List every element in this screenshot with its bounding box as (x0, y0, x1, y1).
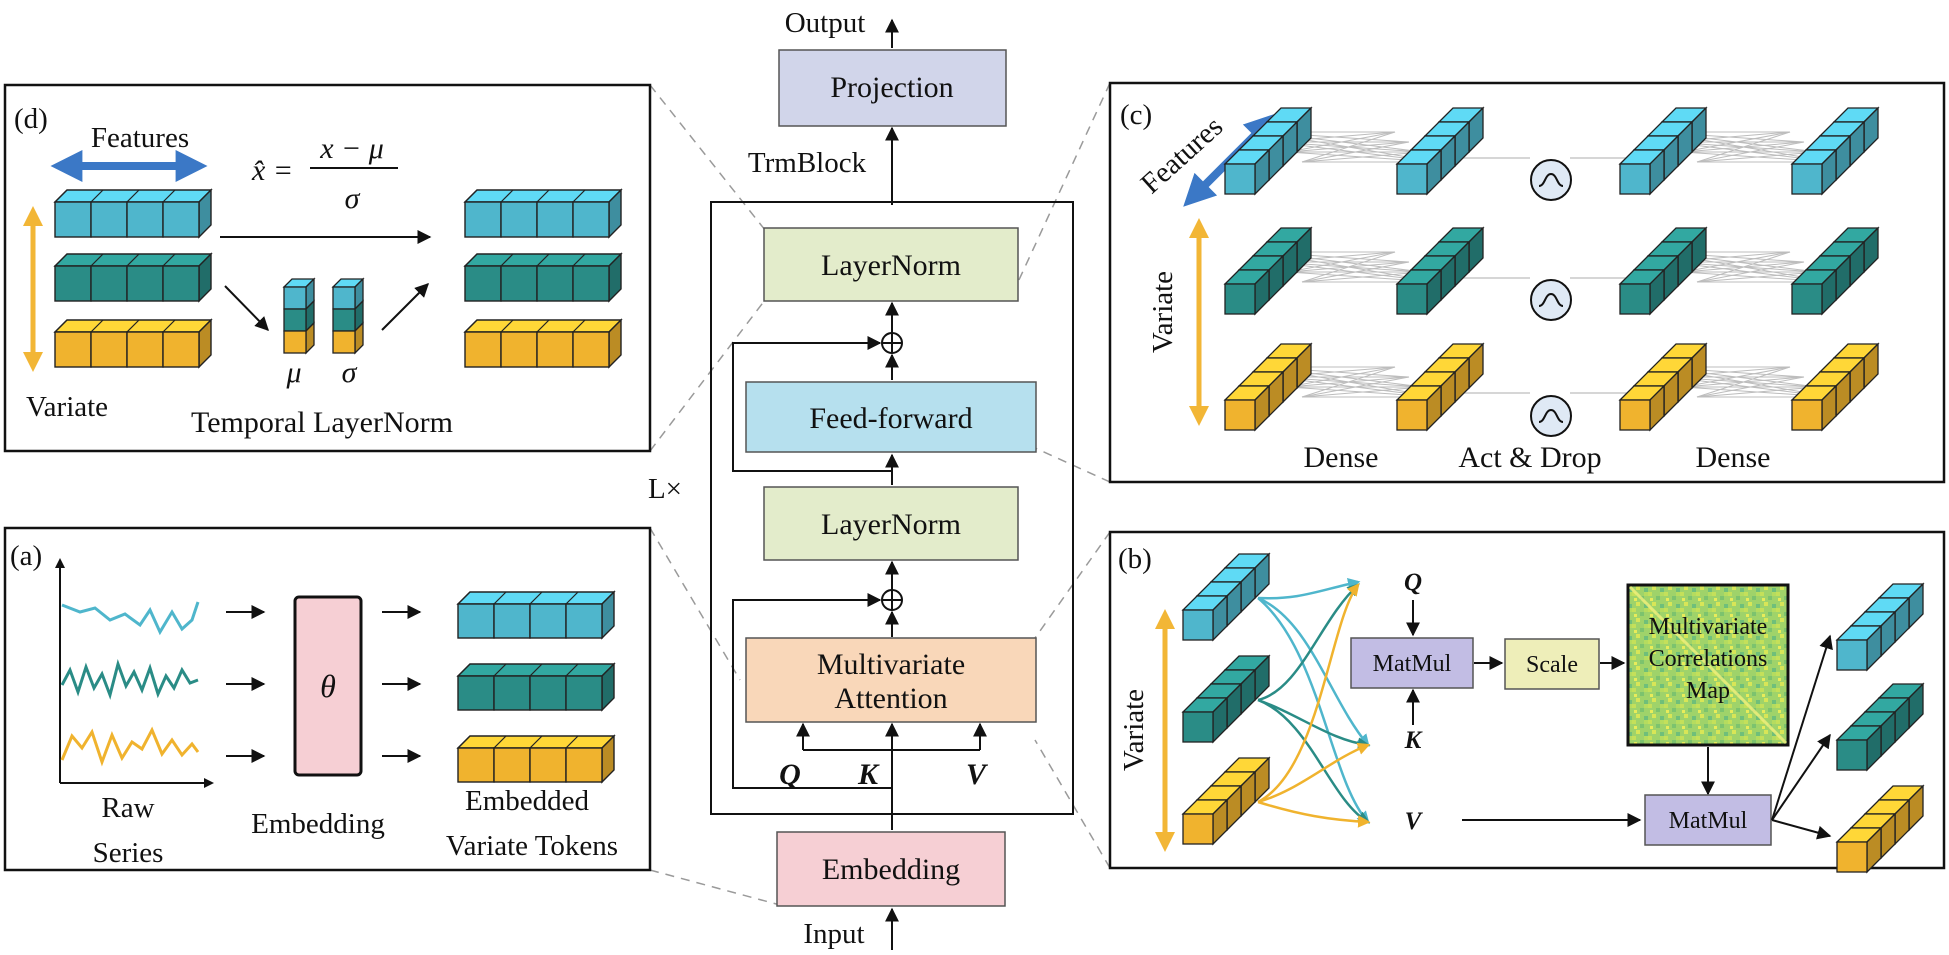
dense-out-in-cyan (1618, 106, 1708, 196)
normalized-row-cyan (463, 188, 623, 239)
feedforward-block (745, 381, 1037, 453)
activation-amber-icon (1530, 395, 1572, 437)
matmul2-block (1644, 794, 1772, 846)
output-token-cyan (1835, 582, 1925, 672)
panel-d-tag: (d) (14, 103, 48, 135)
panel-a: (a) θ Raw Series Embedding Embedded Vari… (3, 526, 652, 872)
dense-out-in-teal (1618, 226, 1708, 316)
svg-text:x̂ =: x̂ = (251, 154, 293, 187)
dense-input-teal (1223, 226, 1313, 316)
main-architecture: Output Projection TrmBlock L× LayerNorm … (648, 7, 1074, 950)
tokens-line1: Embedded (465, 785, 590, 817)
activation-cyan-icon (1530, 159, 1572, 201)
dense-output-amber (1790, 342, 1880, 432)
embedded-token-teal (456, 662, 616, 712)
panel-b-tag: (b) (1118, 543, 1152, 575)
layernorm-bottom-label: LayerNorm (821, 508, 961, 541)
matmul1-label: MatMul (1373, 651, 1452, 677)
token-row-amber (53, 318, 213, 369)
panel-c-tag: (c) (1120, 99, 1152, 131)
raw-series-amber (60, 726, 200, 767)
layernorm-bottom-block (763, 486, 1019, 561)
dense-output-cyan (1790, 106, 1880, 196)
attn-token-amber (1181, 756, 1271, 846)
scale-label: Scale (1526, 652, 1578, 678)
dense-input-amber (1223, 342, 1313, 432)
raw-series-line1: Raw (101, 792, 154, 824)
attention-block (745, 637, 1037, 723)
dense-input-cyan (1223, 106, 1313, 196)
raw-series-cyan (61, 601, 200, 636)
attn-token-teal (1181, 654, 1271, 744)
v-label: V (966, 758, 989, 791)
mu-stack (282, 277, 316, 355)
dense2-label: Dense (1696, 441, 1771, 474)
variate-label-rotated: Variate (1147, 271, 1179, 353)
normalized-row-amber (463, 318, 623, 369)
panel-d: (d) Features Variate x̂ = x − μ σ μ σ Te… (3, 83, 652, 453)
embedding-caption: Embedding (251, 808, 385, 840)
activation-teal-icon (1530, 279, 1572, 321)
embedded-token-amber (456, 734, 616, 784)
output-token-amber (1835, 784, 1925, 874)
feedforward-label: Feed-forward (809, 402, 972, 435)
sigma-stack (331, 277, 365, 355)
attention-label-line1: Multivariate (817, 648, 965, 681)
k-label-b: K (1404, 727, 1424, 754)
raw-series-line2: Series (93, 837, 164, 869)
scale-block (1504, 638, 1600, 690)
dense-output-teal (1790, 226, 1880, 316)
q-label: Q (779, 758, 801, 791)
layernorm-top-block (763, 227, 1019, 302)
variate-label-b: Variate (1118, 689, 1150, 771)
attention-label-line2: Attention (834, 682, 947, 715)
theta-block (293, 595, 363, 777)
projection-label: Projection (830, 71, 953, 104)
map-line2: Correlations (1649, 646, 1768, 672)
attention-curves (1257, 577, 1371, 828)
variate-label: Variate (26, 391, 108, 423)
dense1-label: Dense (1304, 441, 1379, 474)
normalized-row-teal (463, 252, 623, 303)
svg-text:σ: σ (345, 182, 361, 215)
act-drop-label: Act & Drop (1458, 441, 1601, 474)
output-label: Output (785, 7, 866, 39)
map-line3: Map (1686, 678, 1730, 704)
formula: x̂ = x − μ σ (251, 132, 398, 215)
embedding-block (776, 831, 1006, 907)
repeat-label: L× (648, 473, 682, 505)
raw-series-teal (60, 658, 199, 700)
dense-hidden-cyan (1395, 106, 1485, 196)
token-row-cyan (53, 188, 213, 239)
embedded-token-cyan (456, 590, 616, 640)
sigma-label: σ (342, 356, 358, 389)
dense-hidden-teal (1395, 226, 1485, 316)
token-row-teal (53, 252, 213, 303)
caption: Temporal LayerNorm (191, 406, 453, 439)
svg-text:x − μ: x − μ (319, 132, 384, 165)
panel-a-tag: (a) (10, 540, 42, 572)
tokens-line2: Variate Tokens (446, 830, 618, 862)
theta-label: θ (320, 668, 336, 704)
input-label: Input (803, 918, 864, 950)
embedding-label: Embedding (822, 853, 960, 886)
q-label-b: Q (1404, 569, 1422, 596)
attn-token-cyan (1181, 552, 1271, 642)
v-label-b: V (1405, 808, 1424, 835)
features-label: Features (91, 122, 189, 154)
mu-label: μ (285, 356, 301, 389)
matmul2-label: MatMul (1669, 808, 1748, 834)
matmul1-block (1350, 637, 1474, 689)
projection-block (778, 49, 1007, 127)
panel-b: (b) Variate Q K V MatMul Scale Multivari… (1108, 530, 1946, 874)
trmblock-label: TrmBlock (748, 147, 867, 179)
dense-hidden-amber (1395, 342, 1485, 432)
k-label: K (857, 758, 880, 791)
map-line1: Multivariate (1649, 614, 1768, 640)
output-token-teal (1835, 682, 1925, 772)
layernorm-top-label: LayerNorm (821, 249, 961, 282)
dense-out-in-amber (1618, 342, 1708, 432)
panel-c: (c) Features Variate Dense Act & Drop De… (1108, 81, 1946, 484)
